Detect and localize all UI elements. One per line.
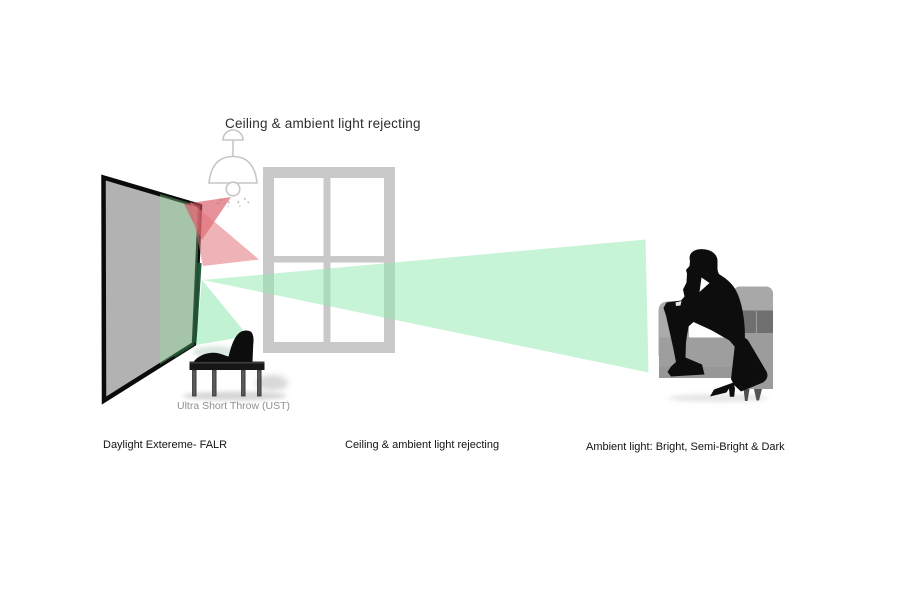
table-top: [189, 361, 265, 370]
table-legs: [192, 369, 262, 397]
screen-green-edge: [173, 342, 195, 358]
sofa-leg: [754, 389, 762, 401]
projection-screen: [101, 174, 203, 405]
viewer-caption: Ambient light: Bright, Semi-Bright & Dar…: [586, 441, 785, 453]
green-beam-main: [203, 239, 649, 373]
window-pane: [274, 178, 324, 256]
screen-light-glow: [160, 194, 200, 365]
pendant-lamp-icon: [208, 129, 258, 208]
shirt-detail: [699, 277, 710, 292]
heeled-shoe: [710, 382, 735, 397]
seated-man: [663, 249, 745, 377]
red-beam-lower: [190, 201, 259, 266]
projector-table: [189, 361, 265, 397]
lamp-shade: [208, 155, 258, 184]
lamp-canopy: [222, 129, 244, 141]
window-icon: [263, 167, 395, 353]
cuff-detail: [675, 301, 682, 306]
diagram-title: Ceiling & ambient light rejecting: [225, 116, 421, 131]
ust-projector-icon: [193, 330, 254, 362]
green-beam-projector: [196, 280, 248, 345]
sofa-leg: [743, 389, 750, 401]
window-caption: Ceiling & ambient light rejecting: [345, 439, 500, 451]
crossed-leg: [731, 337, 768, 392]
ust-projector-caption: Ultra Short Throw (UST): [177, 400, 290, 412]
viewer-silhouette: [663, 249, 768, 397]
table-top-highlight: [189, 361, 265, 364]
screen-caption: Daylight Extereme- FALR: [103, 439, 228, 451]
screen-green-edge: [192, 262, 202, 344]
window-pane: [330, 178, 384, 256]
lamp-bulb: [225, 181, 241, 197]
